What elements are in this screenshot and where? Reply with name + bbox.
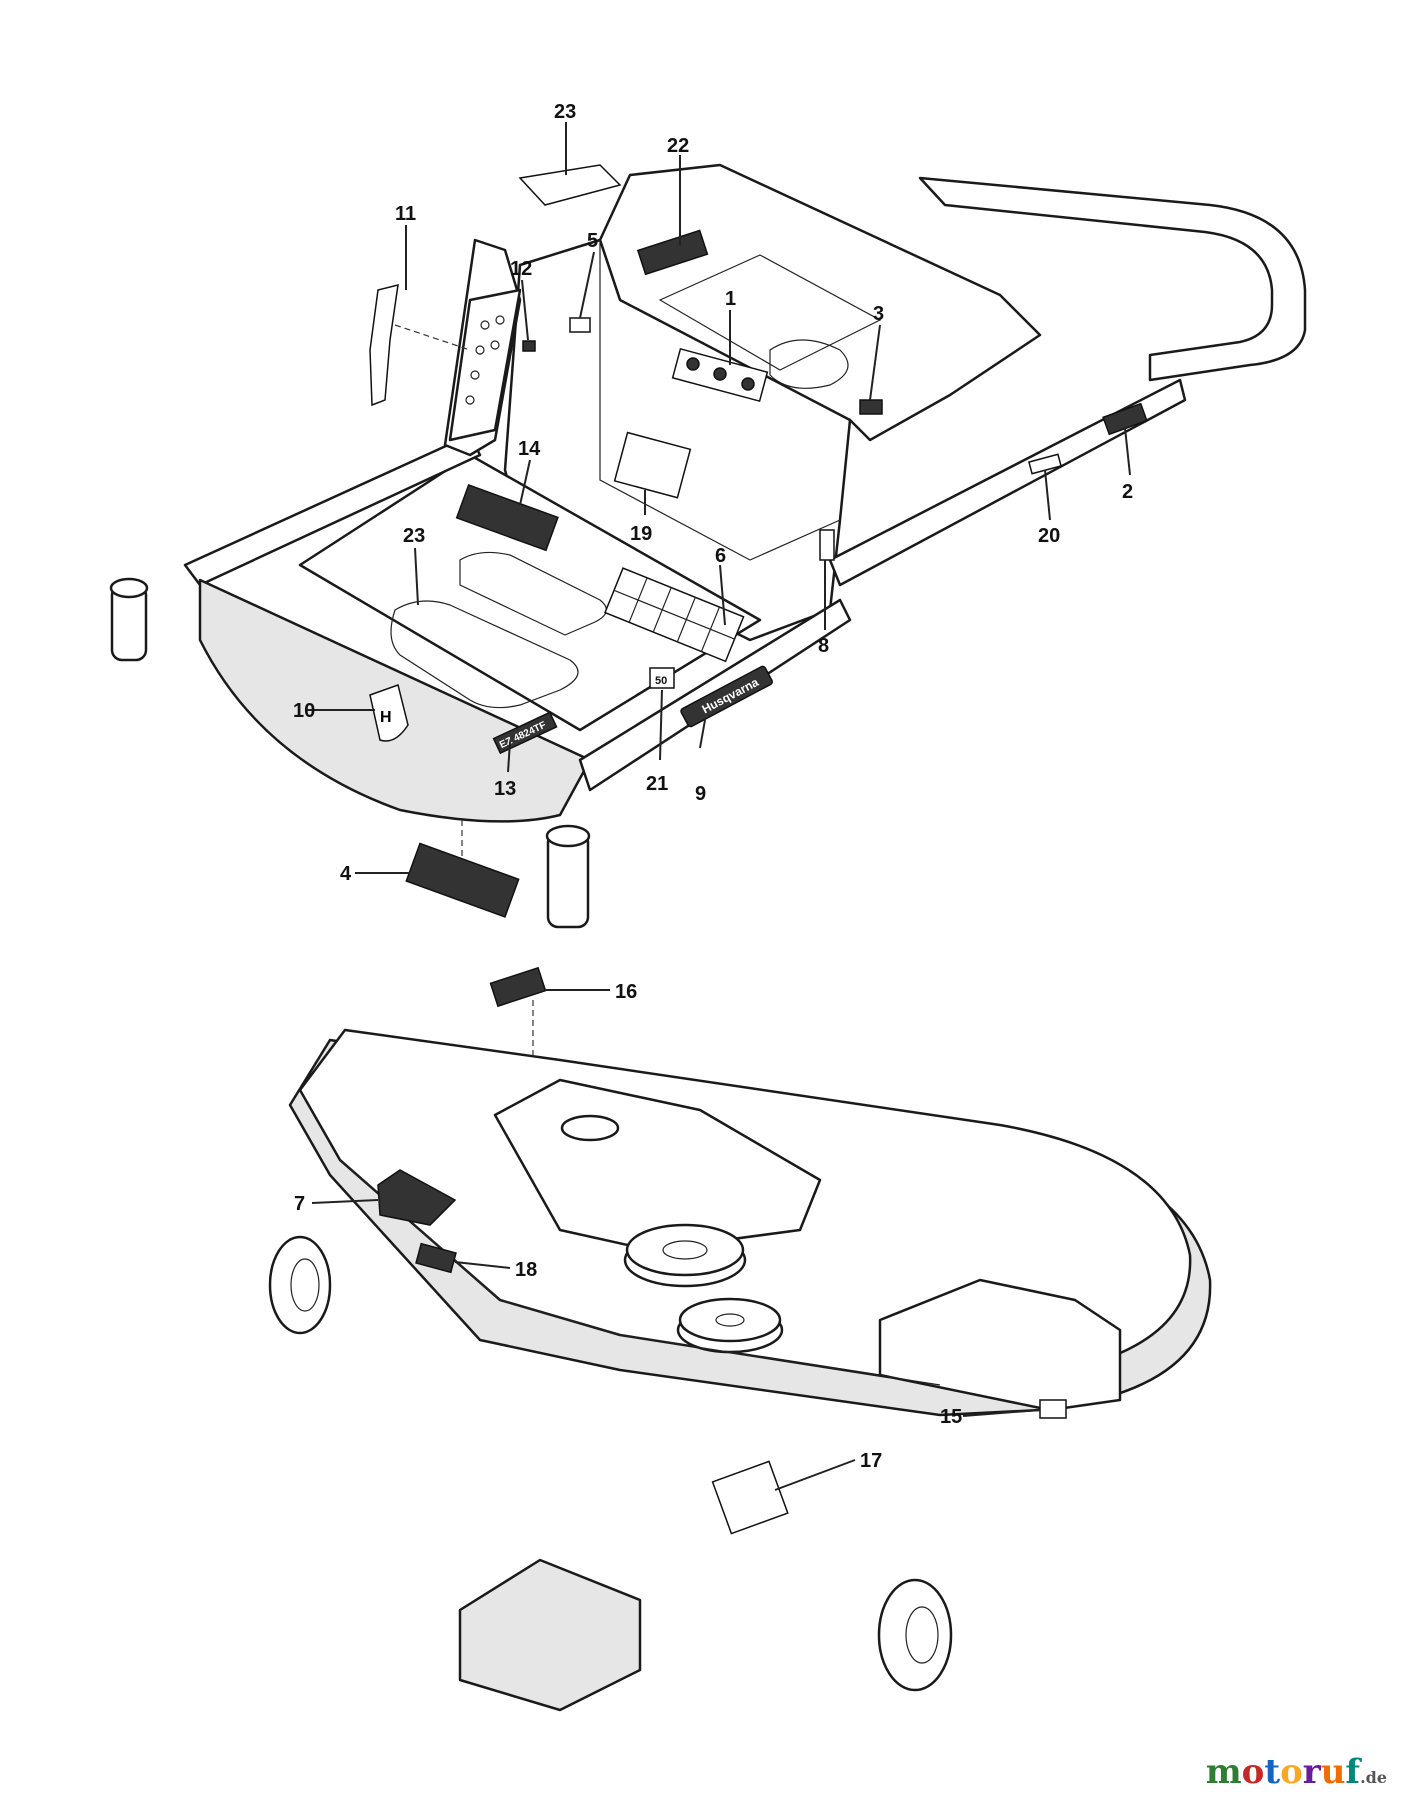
decal-23-top — [518, 164, 622, 206]
decal-7 — [377, 1169, 457, 1226]
callout-6: 6 — [715, 545, 726, 567]
watermark-letter: r — [1302, 1752, 1321, 1792]
callout-10: 10 — [293, 700, 315, 722]
decal-17 — [711, 1460, 789, 1535]
callout-9: 9 — [695, 783, 706, 805]
decal-10-mark: H — [380, 709, 392, 726]
callout-2: 2 — [1122, 481, 1133, 503]
decal-3 — [859, 399, 883, 415]
side-flap — [448, 288, 522, 442]
discharge-chute — [458, 1558, 642, 1712]
callout-21: 21 — [646, 773, 668, 795]
decal-21-text: 50 — [655, 675, 667, 687]
decal-5 — [569, 317, 591, 333]
callout-labels: 23 22 11 5 12 1 3 14 2 20 19 23 6 8 10 1… — [293, 101, 1133, 1472]
side-rail-right — [828, 378, 1187, 587]
gauge-wheel-left — [268, 1235, 332, 1335]
watermark-letter: u — [1320, 1752, 1346, 1792]
pulley-large — [623, 1223, 747, 1288]
callout-19: 19 — [630, 523, 652, 545]
watermark-letter: t — [1264, 1752, 1281, 1792]
frame-assembly — [109, 163, 1307, 929]
decal-12 — [522, 340, 536, 352]
callout-23-top: 23 — [554, 101, 576, 123]
decal-19 — [613, 431, 692, 499]
callout-7: 7 — [294, 1193, 305, 1215]
watermark-suffix: .de — [1360, 1768, 1387, 1787]
decal-15 — [1039, 1399, 1067, 1419]
decal-2 — [1102, 402, 1148, 436]
floor-recess-2 — [459, 551, 607, 636]
decal-10 — [369, 684, 409, 742]
callout-18: 18 — [515, 1259, 537, 1281]
spindle-cap-left — [560, 1114, 620, 1142]
decal-1 — [671, 347, 769, 403]
side-rail-left — [183, 433, 482, 587]
callout-11: 11 — [395, 203, 416, 225]
floor-pan — [298, 453, 762, 732]
platform-slot — [769, 339, 849, 389]
decal-20 — [1028, 453, 1062, 475]
watermark: motoruf.de — [1206, 1752, 1387, 1792]
rear-handle-loop — [918, 176, 1307, 382]
decal-16 — [489, 966, 547, 1008]
right-spindle-cover — [878, 1278, 1122, 1412]
callout-3: 3 — [873, 303, 884, 325]
watermark-letter: f — [1345, 1752, 1361, 1792]
watermark-main: motoruf — [1206, 1752, 1360, 1792]
flap-holes — [465, 315, 505, 405]
decal-11 — [369, 284, 399, 407]
decal-22 — [636, 229, 709, 276]
callout-23-floor: 23 — [403, 525, 425, 547]
callout-1: 1 — [725, 288, 736, 310]
pulley-small — [676, 1297, 784, 1354]
decal-6 — [604, 567, 745, 663]
caster-mount-left-top — [109, 577, 149, 599]
callout-5: 5 — [587, 230, 598, 252]
caster-mount-right-top — [545, 824, 591, 848]
deck-baffle — [339, 1159, 941, 1386]
decal-8 — [819, 529, 835, 561]
callout-17: 17 — [860, 1450, 882, 1472]
decal-21 — [649, 667, 675, 689]
watermark-letter: o — [1280, 1752, 1303, 1792]
callout-16: 16 — [615, 981, 637, 1003]
callout-13: 13 — [494, 778, 516, 800]
platform-cutout — [658, 254, 882, 371]
decal-14 — [455, 483, 559, 552]
callout-15: 15 — [940, 1406, 962, 1428]
callout-8: 8 — [818, 635, 829, 657]
leader-lines — [305, 122, 1131, 1491]
callout-20: 20 — [1038, 525, 1060, 547]
assembly-lines — [394, 324, 534, 1060]
gauge-wheel-right — [877, 1578, 953, 1692]
floor-recess-1 — [390, 600, 579, 709]
watermark-letter: o — [1241, 1752, 1265, 1792]
callout-22: 22 — [667, 135, 689, 157]
console-edge — [599, 240, 841, 561]
callout-14: 14 — [518, 438, 541, 460]
decal-18 — [415, 1242, 457, 1274]
callout-4: 4 — [340, 863, 352, 885]
mower-deck-assembly — [268, 1028, 1212, 1712]
decal-4 — [405, 842, 520, 918]
watermark-letter: m — [1205, 1752, 1242, 1792]
callout-12: 12 — [510, 258, 532, 280]
